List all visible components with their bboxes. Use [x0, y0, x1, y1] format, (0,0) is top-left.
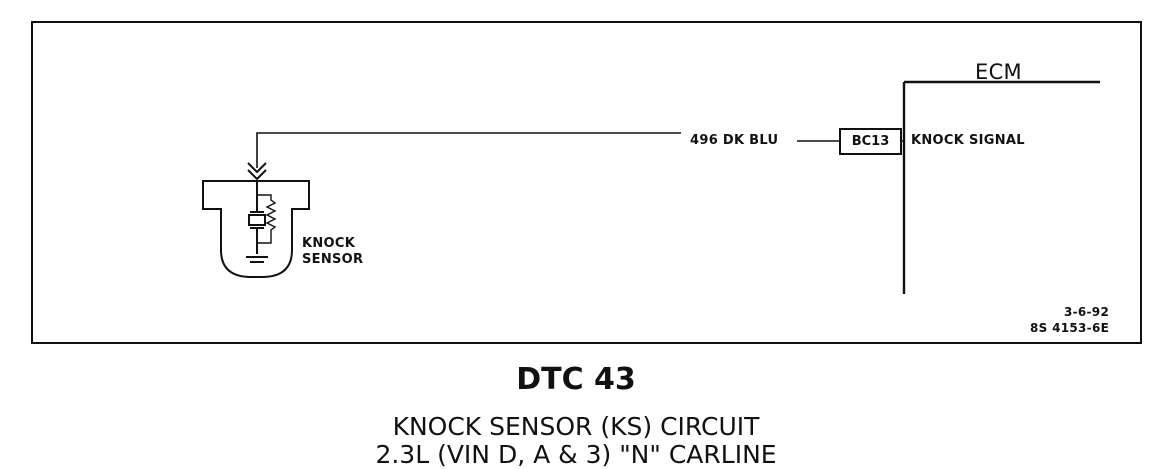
sensor-label-line2: SENSOR: [302, 252, 364, 267]
reference-number: 8S 4153-6E: [1030, 321, 1110, 335]
knock-sensor-symbol: [202, 162, 310, 278]
knock-signal-label: KNOCK SIGNAL: [911, 133, 1025, 148]
dtc-title: DTC 43: [516, 362, 636, 397]
diagram-frame: [31, 21, 1142, 344]
reference-code: 3-6-92 8S 4153-6E: [1030, 304, 1109, 336]
knock-sensor-label: KNOCK SENSOR: [302, 236, 363, 268]
wire-color-label: 496 DK BLU: [690, 133, 779, 148]
connector-pin-box: BC13: [839, 128, 902, 155]
reference-date: 3-6-92: [1063, 305, 1110, 319]
signal-wire: [256, 132, 904, 168]
circuit-subtitle: KNOCK SENSOR (KS) CIRCUIT: [392, 412, 760, 441]
ecm-label: ECM: [975, 60, 1022, 84]
sensor-label-line1: KNOCK: [302, 236, 356, 251]
engine-subtitle: 2.3L (VIN D, A & 3) "N" CARLINE: [375, 440, 777, 469]
ecm-module-outline: [902, 80, 1100, 294]
